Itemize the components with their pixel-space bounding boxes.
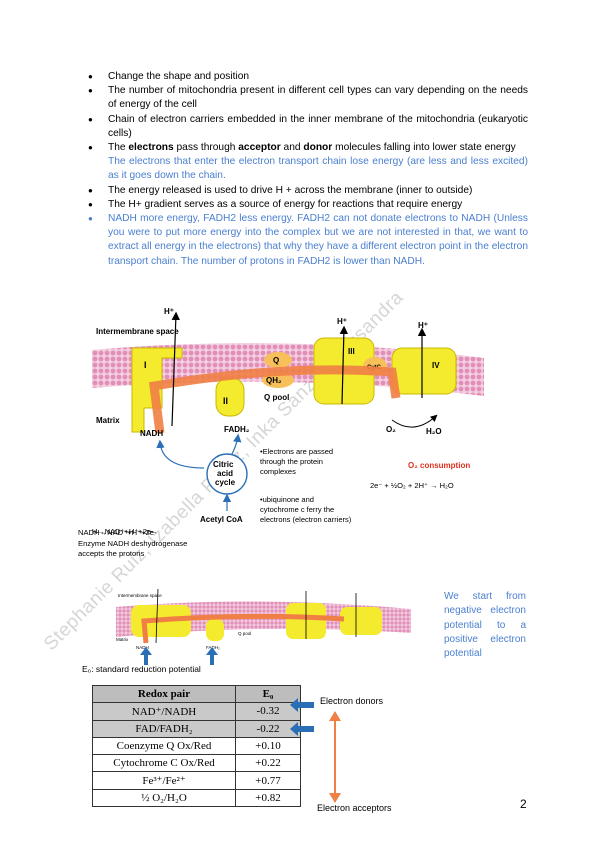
bullet-nadh-fadh2: NADH more energy, FADH2 less energy. FAD… (86, 212, 528, 269)
bullet-list: Change the shape and position The number… (86, 70, 528, 269)
complex-iii-label: III (348, 347, 355, 356)
citric-label-2: acid (217, 469, 233, 478)
citric-to-nadh-arrow (156, 439, 205, 469)
h-label-i: H⁺ (164, 308, 174, 316)
h-label-iv: H⁺ (418, 321, 428, 330)
etc-diagram: I II Q QH₂ Q pool III CytC IV H⁺ H⁺ H⁺ I… (92, 308, 484, 536)
nadh-eq-line-2: Enzyme NADH deshydrogenase (78, 538, 188, 548)
q-label: Q (273, 356, 279, 365)
bullet-h-gradient: The H+ gradient serves as a source of en… (86, 198, 528, 212)
electron-flow-arrow (148, 365, 401, 434)
h2o-label: H₂O (426, 427, 442, 436)
donor-arrow-nad (290, 698, 314, 712)
qpool-label-small: Q pool (238, 631, 251, 636)
intermembrane-label: Intermembrane space (96, 327, 179, 336)
cell-e0: +0.82 (235, 788, 301, 808)
note-ubiquinone-1: •ubiquinone and (260, 495, 314, 504)
page-number: 2 (520, 797, 527, 811)
electron-flow-small (141, 613, 345, 644)
q-blob (264, 352, 292, 368)
note-electrons-2: through the protein (260, 457, 323, 466)
complex-ii-small (206, 619, 224, 641)
complex-iv-label: IV (432, 361, 440, 370)
complex-ii-label: II (223, 396, 228, 406)
cell-e0: -0.22 (235, 719, 301, 738)
cell-e0: -0.32 (235, 702, 301, 721)
nadh-equation-1: NADH→NAD⁺+H⁺+2e- (92, 527, 154, 536)
table-row: Fe³⁺/Fe²⁺+0.77 (92, 771, 301, 790)
eo-caption: E₀: standard reduction potential (82, 664, 201, 674)
h-arrow-small-1 (155, 588, 159, 644)
nadh-label-small: NADH (136, 645, 149, 650)
bullet-shape: Change the shape and position (86, 70, 528, 84)
o2-reaction-arrow (391, 414, 438, 428)
header-redox-pair: Redox pair (92, 684, 236, 704)
note-electrons-3: complexes (260, 467, 296, 476)
redox-table: Redox pair E₀ NAD⁺/NADH-0.32 FAD/FADH₂-0… (92, 684, 301, 808)
h-arrow-iii (339, 325, 349, 405)
matrix-label-small: Matrix (116, 637, 129, 642)
cell-pair: Cytochrome C Ox/Red (92, 754, 236, 773)
cell-pair: NAD⁺/NADH (92, 702, 236, 721)
nadh-eq-line-3: accepts the protons (78, 549, 145, 558)
electron-acceptors-label: Electron acceptors (317, 803, 392, 813)
h-label-iii: H⁺ (337, 317, 347, 326)
fadh2-label: FADH₂ (224, 425, 250, 434)
qh2-label: QH₂ (266, 376, 282, 385)
bullet-energy-released: The energy released is used to drive H +… (86, 184, 528, 198)
citric-label-3: cycle (215, 478, 236, 487)
table-arrows (290, 698, 341, 803)
table-row: NAD⁺/NADH-0.32 (92, 702, 301, 721)
nadh-enzyme-note: NADH→NAD⁺+H⁺+2e- Enzyme NADH deshydrogen… (78, 528, 187, 560)
table-row: FAD/FADH₂-0.22 (92, 719, 301, 738)
side-note: We start from negative electron potentia… (444, 591, 526, 660)
cell-pair: ½ O₂/H₂O (92, 788, 236, 808)
cell-pair: Fe³⁺/Fe²⁺ (92, 771, 236, 790)
table-header-row: Redox pair E₀ (92, 684, 301, 704)
arrow-head-down (329, 793, 341, 803)
intermembrane-label-small: Intermembrane space (118, 593, 162, 598)
cell-pair: FAD/FADH₂ (92, 719, 236, 738)
bullet-electrons-pass: The electrons pass through acceptor and … (86, 141, 528, 184)
electron-donors-label: Electron donors (320, 696, 384, 706)
table-row: Cytochrome C Ox/Red+0.22 (92, 754, 301, 773)
table-row: ½ O₂/H₂O+0.82 (92, 788, 301, 808)
citric-label-1: Citric (213, 460, 234, 469)
nadh-label: NADH (140, 429, 163, 438)
complex-ii (215, 377, 245, 417)
note-electrons-1: •Electrons are passed (260, 447, 333, 456)
table-row: Coenzyme Q Ox/Red+0.10 (92, 736, 301, 756)
note-ubiquinone-3: electrons (electron carriers) (260, 515, 352, 524)
nadh-eq-line-1: NADH→NAD⁺+H⁺+2e- (78, 528, 157, 537)
bullet-number-mitochondria: The number of mitochondria present in di… (86, 84, 528, 112)
bullet-chain-carriers: Chain of electron carriers embedded in t… (86, 113, 528, 141)
o2-label: O₂ (386, 425, 396, 434)
reduction-equation: 2e⁻ + ½O₂ + 2H⁺ → H₂O (370, 481, 454, 490)
citric-to-fadh2-arrow (231, 433, 242, 455)
donor-arrow-fad (290, 722, 314, 736)
o2-consumption-label: O₂ consumption (408, 461, 470, 470)
h-arrow-i (171, 311, 180, 427)
cell-pair: Coenzyme Q Ox/Red (92, 736, 236, 756)
acetyl-coa-label: Acetyl CoA (200, 515, 243, 524)
fadh2-up-arrow (206, 647, 218, 665)
cell-e0: +0.77 (235, 771, 301, 790)
electrons-note: The electrons that enter the electron tr… (108, 156, 528, 182)
complex-i-label: I (144, 360, 147, 370)
note-ubiquinone-2: cytochrome c ferry the (260, 505, 334, 514)
fadh2-label-small: FADH₂ (206, 645, 220, 650)
etc-diagram-small: Intermembrane space Matrix NADH FADH₂ Q … (116, 588, 411, 665)
complex-iv-small (340, 607, 382, 635)
arrow-head-up (329, 711, 341, 721)
complex-iv (391, 347, 457, 395)
matrix-label: Matrix (96, 416, 120, 425)
nadh-up-arrow (140, 647, 152, 665)
q-pool-label: Q pool (264, 393, 289, 402)
